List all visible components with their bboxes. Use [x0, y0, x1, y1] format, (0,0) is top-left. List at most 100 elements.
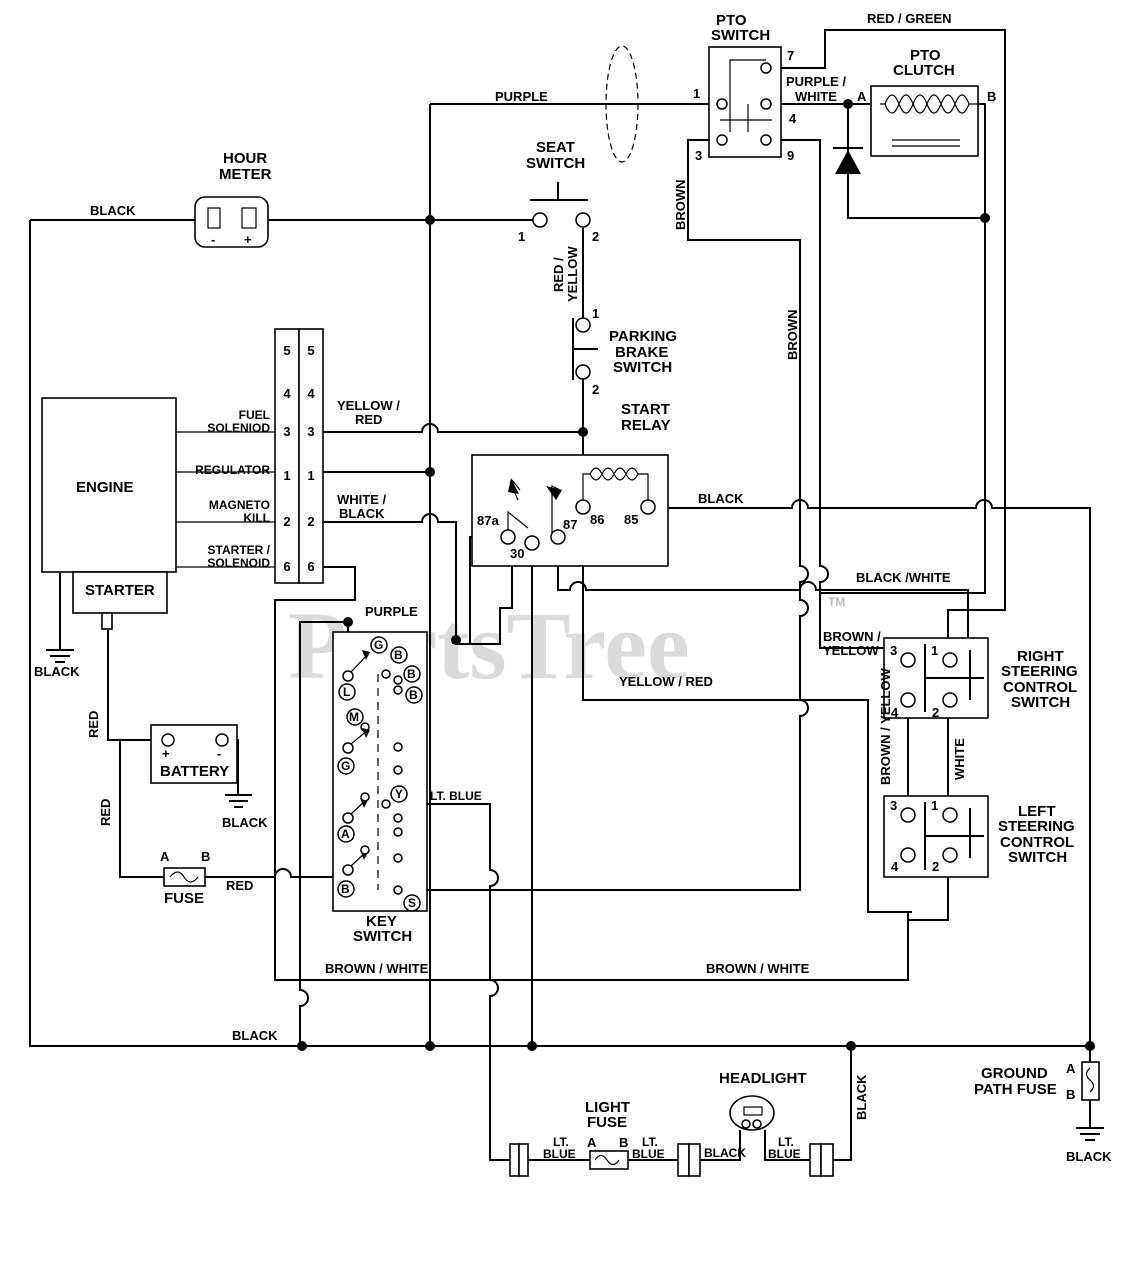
- svg-text:BROWN /: BROWN /: [823, 629, 881, 644]
- svg-text:4: 4: [891, 705, 899, 720]
- start-relay: START RELAY 87a 30 87 86 85: [471, 401, 670, 567]
- svg-text:1: 1: [931, 798, 938, 813]
- svg-text:A: A: [1066, 1061, 1076, 1076]
- connector-text: SOLENOID: [207, 556, 270, 570]
- battery: + - BATTERY: [150, 724, 252, 808]
- connector-text: 6: [283, 559, 290, 574]
- connector-text: 1: [307, 468, 314, 483]
- connector-text: FUEL: [239, 408, 270, 422]
- svg-text:SWITCH: SWITCH: [1011, 694, 1070, 711]
- svg-text:RED / GREEN: RED / GREEN: [867, 11, 952, 26]
- svg-text:3: 3: [890, 643, 897, 658]
- main-fuse: A B FUSE: [160, 849, 210, 907]
- svg-text:RED /: RED /: [551, 257, 566, 292]
- key-switch: G B B L B M G Y A B S KEY SWITCH: [332, 631, 428, 945]
- connector-text: 4: [307, 386, 315, 401]
- hour-meter: HOUR METER - +: [194, 150, 272, 248]
- svg-text:B: B: [341, 882, 350, 896]
- svg-text:BROWN: BROWN: [785, 309, 800, 360]
- light-circuit: LIGHT FUSE A B HEADLIGHT: [509, 1070, 834, 1177]
- svg-text:LEFT: LEFT: [1018, 803, 1056, 820]
- connector-text: 5: [307, 343, 314, 358]
- svg-text:9: 9: [787, 148, 794, 163]
- svg-text:LT. BLUE: LT. BLUE: [430, 789, 482, 803]
- clutch-diode: [833, 147, 863, 174]
- wires: [29, 29, 1091, 1161]
- svg-text:3: 3: [890, 798, 897, 813]
- svg-text:1: 1: [693, 86, 700, 101]
- svg-text:METER: METER: [219, 166, 272, 183]
- svg-text:M: M: [349, 710, 359, 724]
- pto-clutch: PTO CLUTCH A B: [857, 47, 996, 157]
- junctions: [297, 99, 1095, 1051]
- svg-text:85: 85: [624, 512, 638, 527]
- svg-text:S: S: [408, 896, 416, 910]
- svg-text:ENGINE: ENGINE: [76, 479, 134, 496]
- svg-text:SWITCH: SWITCH: [353, 928, 412, 945]
- svg-text:2: 2: [932, 859, 939, 874]
- svg-text:4: 4: [789, 111, 797, 126]
- connector-text: STARTER /: [208, 543, 271, 557]
- svg-text:7: 7: [787, 48, 794, 63]
- connector-text: 4: [283, 386, 291, 401]
- svg-text:PARKING: PARKING: [609, 328, 677, 345]
- svg-text:G: G: [341, 759, 350, 773]
- svg-text:87: 87: [563, 517, 577, 532]
- svg-text:1: 1: [518, 229, 525, 244]
- svg-text:STEERING: STEERING: [998, 818, 1075, 835]
- svg-text:PATH FUSE: PATH FUSE: [974, 1081, 1057, 1098]
- svg-text:LT.: LT.: [778, 1135, 794, 1149]
- svg-text:PURPLE /: PURPLE /: [786, 74, 846, 89]
- svg-text:A: A: [160, 849, 170, 864]
- seat-switch: SEAT SWITCH 1 2: [518, 139, 599, 244]
- svg-text:A: A: [857, 89, 867, 104]
- svg-text:GROUND: GROUND: [981, 1065, 1048, 1082]
- svg-text:BLACK: BLACK: [34, 664, 80, 679]
- svg-text:B: B: [1066, 1087, 1075, 1102]
- svg-text:1: 1: [592, 306, 599, 321]
- svg-text:YELLOW / RED: YELLOW / RED: [619, 674, 713, 689]
- svg-text:BLACK: BLACK: [698, 491, 744, 506]
- svg-text:BLACK: BLACK: [222, 815, 268, 830]
- svg-text:CONTROL: CONTROL: [1000, 834, 1074, 851]
- svg-text:PURPLE: PURPLE: [495, 89, 548, 104]
- svg-text:CLUTCH: CLUTCH: [893, 62, 955, 79]
- svg-text:86: 86: [590, 512, 604, 527]
- svg-text:BROWN / WHITE: BROWN / WHITE: [325, 961, 429, 976]
- svg-text:BLACK: BLACK: [339, 506, 385, 521]
- svg-text:YELLOW: YELLOW: [565, 246, 580, 302]
- svg-text:SWITCH: SWITCH: [526, 155, 585, 172]
- svg-text:2: 2: [592, 229, 599, 244]
- connector-text: MAGNETO: [209, 498, 270, 512]
- svg-text:WHITE: WHITE: [952, 738, 967, 780]
- right-steering-control-switch: 3 1 4 2 RIGHT STEERING CONTROL SWITCH: [883, 637, 1078, 720]
- svg-text:SWITCH: SWITCH: [613, 359, 672, 376]
- connector-text: 3: [283, 424, 290, 439]
- ground-path-fuse: A B GROUND PATH FUSE: [974, 1061, 1104, 1141]
- svg-text:+: +: [162, 746, 170, 761]
- svg-text:3: 3: [695, 148, 702, 163]
- svg-text:PTO: PTO: [716, 12, 747, 29]
- svg-text:PTO: PTO: [910, 47, 941, 64]
- svg-text:PURPLE: PURPLE: [365, 604, 418, 619]
- svg-text:RED: RED: [98, 799, 113, 826]
- svg-text:FUSE: FUSE: [587, 1114, 627, 1131]
- svg-text:KEY: KEY: [366, 913, 397, 930]
- svg-text:RED: RED: [355, 412, 382, 427]
- svg-text:BROWN: BROWN: [673, 179, 688, 230]
- svg-text:LT.: LT.: [642, 1135, 658, 1149]
- svg-text:WHITE /: WHITE /: [337, 492, 386, 507]
- connector-text: 2: [283, 514, 290, 529]
- svg-text:1: 1: [931, 643, 938, 658]
- svg-text:RED: RED: [226, 878, 253, 893]
- svg-text:STEERING: STEERING: [1001, 663, 1078, 680]
- svg-text:BLUE: BLUE: [768, 1147, 801, 1161]
- svg-text:BROWN / YELLOW: BROWN / YELLOW: [878, 668, 893, 785]
- svg-text:SEAT: SEAT: [536, 139, 575, 156]
- svg-text:START: START: [621, 401, 670, 418]
- svg-text:BLACK /WHITE: BLACK /WHITE: [856, 570, 951, 585]
- svg-text:B: B: [201, 849, 210, 864]
- svg-text:RELAY: RELAY: [621, 417, 670, 434]
- svg-text:Y: Y: [395, 787, 403, 801]
